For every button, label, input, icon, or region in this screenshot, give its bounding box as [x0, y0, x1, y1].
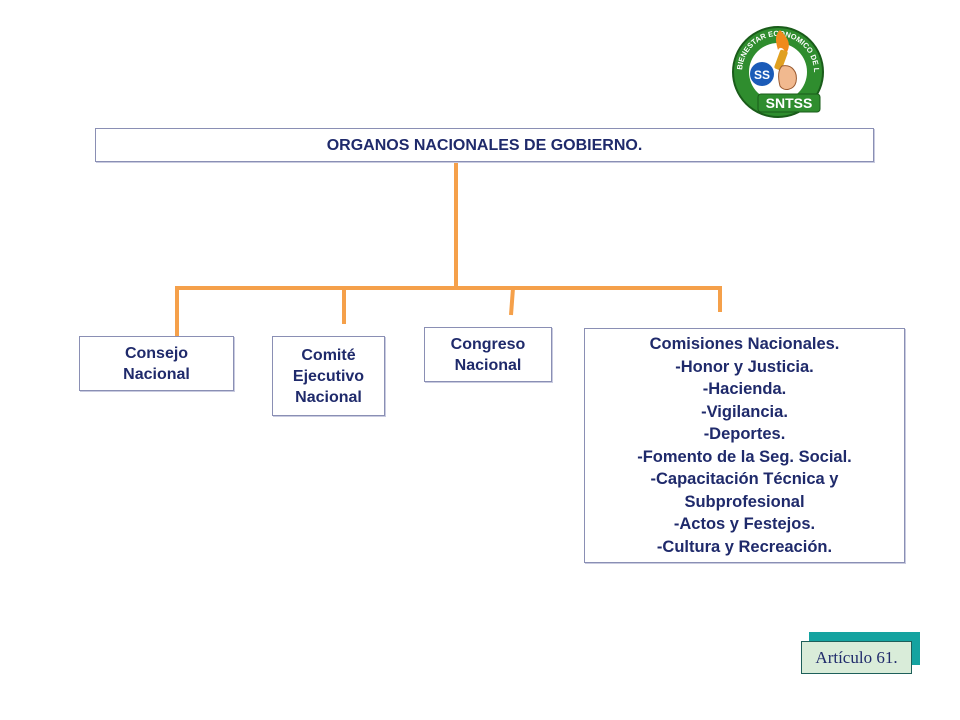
article-61-button[interactable]: Artículo 61. — [801, 641, 912, 674]
node-line: Nacional — [123, 365, 190, 383]
logo-emblem-text: SS — [754, 68, 770, 82]
node-line: -Cultura y Recreación. — [656, 537, 833, 556]
logo-emblem-disc — [750, 62, 774, 86]
sntss-logo: BIENESTAR ECONOMICO DE LOS TRABAJADORES … — [722, 20, 824, 118]
node-line: Consejo — [124, 344, 189, 362]
node-line: Nacional — [295, 388, 362, 406]
fist-icon — [778, 65, 797, 90]
node-line: -Deportes. — [703, 425, 786, 443]
node-consejo-nacional: Consejo Nacional — [79, 336, 234, 391]
node-line: -Actos y Festejos. — [673, 515, 816, 533]
node-line: Comisiones Nacionales. — [649, 335, 840, 353]
node-line: -Capacitación Técnica y — [650, 470, 839, 488]
node-line: Comité — [301, 346, 356, 364]
node-line: -Vigilancia. — [701, 402, 788, 421]
node-line: Ejecutivo — [292, 367, 365, 385]
connector-lines — [175, 162, 722, 336]
torch-handle-icon — [774, 49, 788, 71]
logo-badge-text: SNTSS — [766, 95, 813, 111]
chart-title-box: ORGANOS NACIONALES DE GOBIERNO. — [95, 128, 874, 162]
node-line: Congreso — [450, 335, 526, 353]
node-line: Subprofesional — [684, 492, 805, 511]
torch-flame-icon — [776, 30, 789, 54]
node-comisiones-nacionales: Comisiones Nacionales. -Honor y Justicia… — [584, 328, 905, 563]
node-line: -Hacienda. — [702, 380, 787, 398]
node-line: -Honor y Justicia. — [675, 357, 814, 376]
node-congreso-nacional: Congreso Nacional — [424, 327, 552, 382]
connector-drop-congreso — [509, 287, 515, 316]
node-line: -Fomento de la Seg. Social. — [637, 447, 852, 466]
logo-badge — [757, 93, 821, 113]
node-line: Nacional — [454, 356, 522, 374]
chart-title: ORGANOS NACIONALES DE GOBIERNO. — [326, 137, 643, 154]
node-comite-ejecutivo-nacional: Comité Ejecutivo Nacional — [272, 336, 385, 416]
